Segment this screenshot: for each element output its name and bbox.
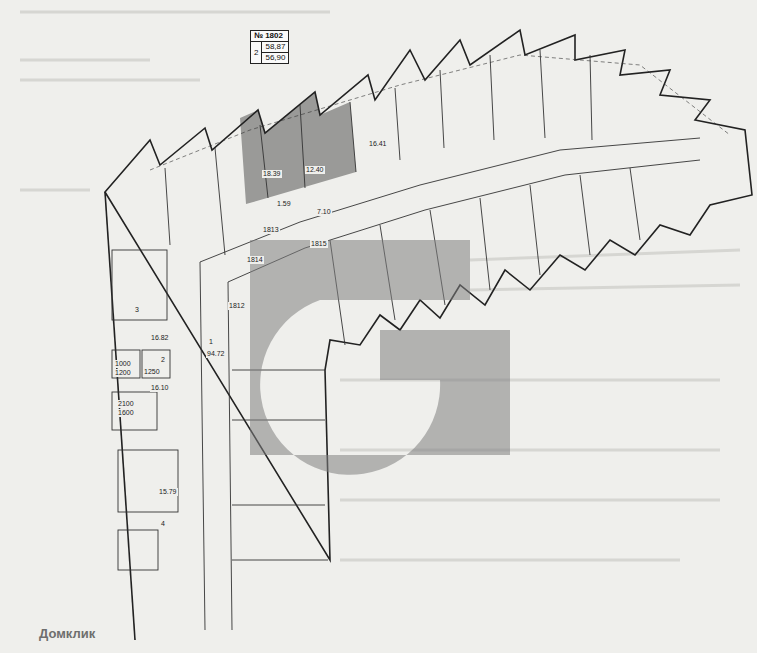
room-label: 15.79	[158, 488, 178, 496]
room-label: 4	[160, 520, 166, 528]
dashed-lines	[150, 55, 730, 170]
room-label: 1.59	[276, 200, 292, 208]
room-label: 1000	[114, 360, 132, 368]
room-label: 1250	[143, 368, 161, 376]
room-label: 1814	[246, 256, 264, 264]
room-label: 16.41	[368, 140, 388, 148]
room-label: 2	[160, 356, 166, 364]
room-label: № 1802	[251, 31, 288, 42]
stamp-row: 258,8756,90	[251, 42, 288, 63]
watermark-text: Домклик	[38, 626, 96, 641]
room-label: 12.40	[305, 166, 325, 174]
room-label: 56,90	[262, 53, 288, 63]
building-outline	[105, 192, 135, 640]
room-label: 7.10	[316, 208, 332, 216]
apartment-stamp: № 1802258,8756,90	[250, 30, 289, 64]
watermark-logo	[250, 240, 510, 475]
room-label: 1813	[262, 226, 280, 234]
room-label: 1600	[117, 409, 135, 417]
stamp-areas: 58,8756,90	[262, 42, 288, 63]
room-label: 1815	[310, 240, 328, 248]
room-label: 94.72	[206, 350, 226, 358]
room-label: 3	[134, 306, 140, 314]
apartment-highlight	[240, 92, 356, 204]
room-label: 1	[208, 338, 214, 346]
room-label: 1812	[228, 302, 246, 310]
room-label: 2100	[117, 400, 135, 408]
room-label: 16.82	[150, 334, 170, 342]
room-label: 2	[251, 42, 262, 63]
room-label: 18.39	[262, 170, 282, 178]
room-label: 1200	[114, 369, 132, 377]
interior-walls	[112, 50, 700, 630]
room-label: 16.10	[150, 384, 170, 392]
building-outline	[105, 30, 752, 560]
room-label: 58,87	[262, 42, 288, 53]
